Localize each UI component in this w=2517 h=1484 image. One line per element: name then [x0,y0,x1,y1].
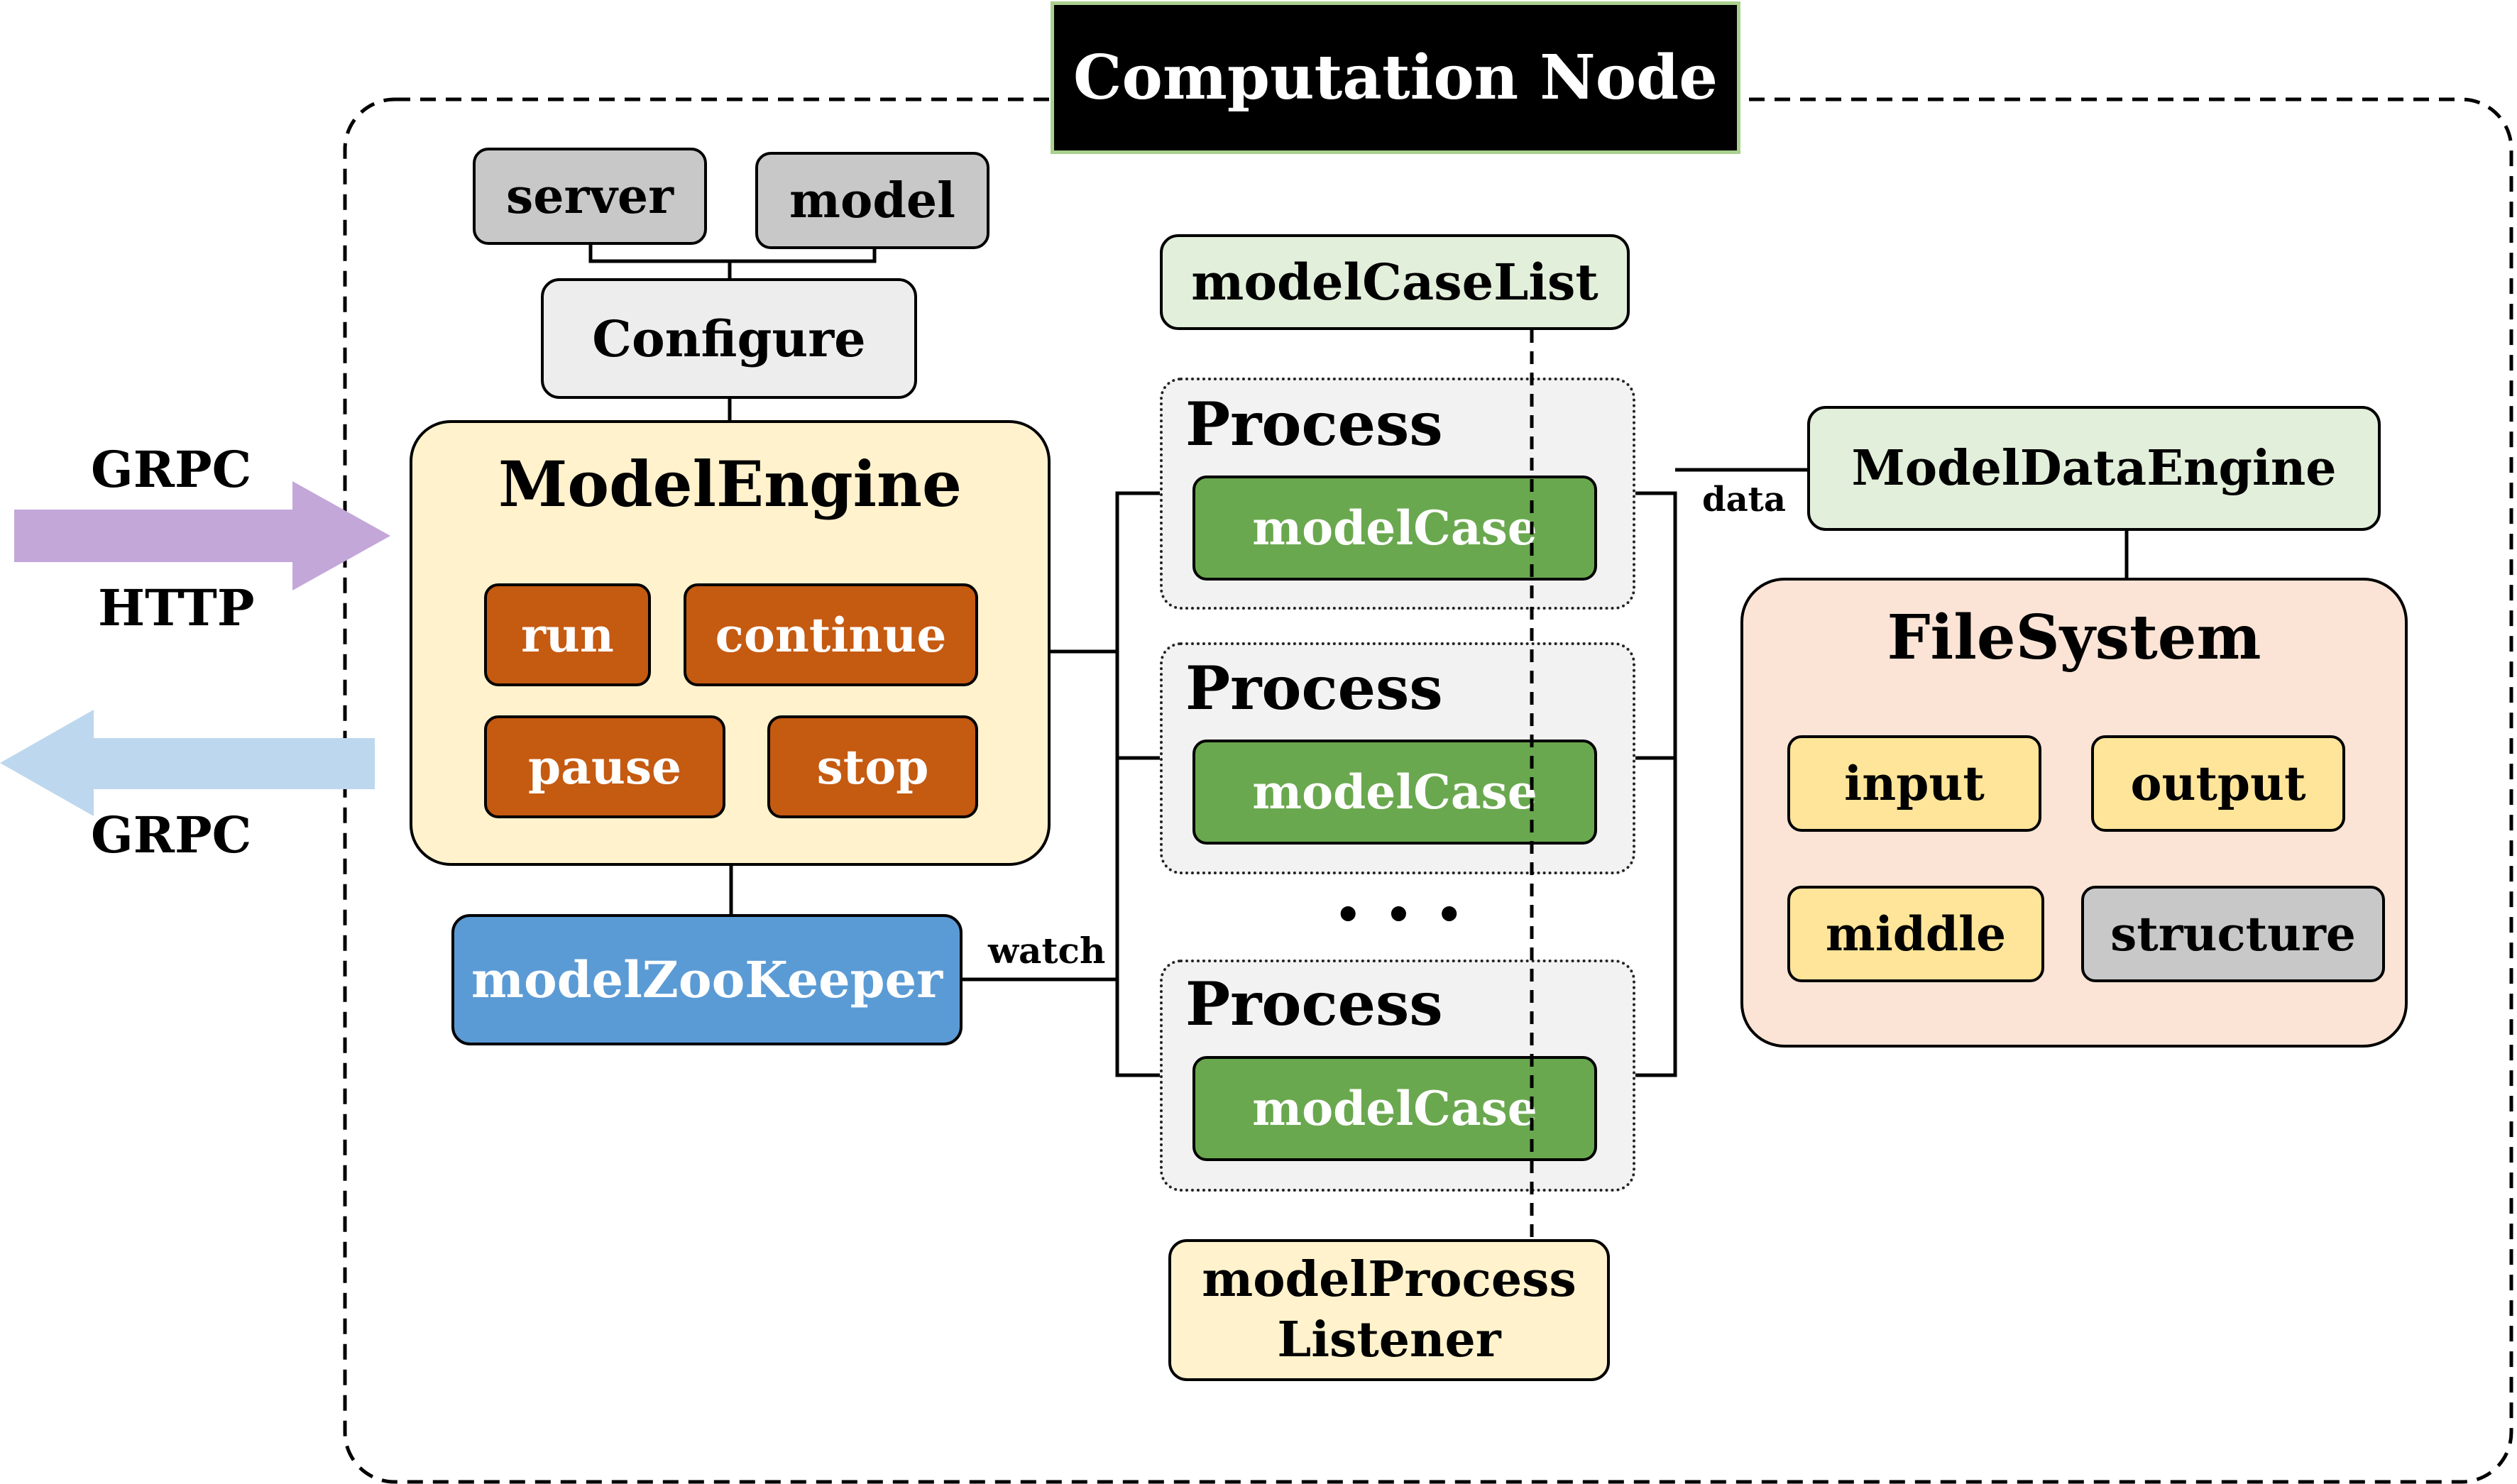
model-box: model [755,152,989,249]
data-label: data [1702,480,1786,520]
server-box: server [473,148,707,245]
dots-icon: • • • [1334,891,1467,940]
server-connector [588,241,732,278]
process-label-3: Process [1185,969,1443,1039]
grpc-http-in-arrow [14,481,390,590]
http-in-label: HTTP [98,578,255,637]
model-engine-title: ModelEngine [498,447,963,521]
structure-box: structure [2081,886,2385,982]
output-box: output [2091,735,2345,832]
run-button[interactable]: run [484,583,651,686]
grpc-in-label: GRPC [91,440,252,499]
model-connector [730,245,877,263]
model-case-1: modelCase [1192,476,1597,581]
configure-box: Configure [541,278,917,399]
listener-line1: modelProcess [1202,1251,1576,1308]
left-process-bus [1115,491,1160,1077]
pause-button[interactable]: pause [484,715,725,818]
middle-box: middle [1787,886,2044,982]
model-data-engine: ModelDataEngine [1807,406,2381,531]
listener-line2: Listener [1277,1312,1501,1368]
right-process-bus [1634,491,1677,1077]
watch-label: watch [988,930,1106,972]
continue-button[interactable]: continue [684,583,978,686]
input-box: input [1787,735,2041,832]
process-label-1: Process [1185,389,1443,459]
model-case-list: modelCaseList [1160,234,1630,330]
model-case-3: modelCase [1192,1056,1597,1161]
model-process-listener: modelProcess Listener [1168,1239,1610,1381]
model-zookeeper: modelZooKeeper [451,914,963,1045]
filesystem-title: FileSystem [1887,602,2261,674]
stop-button[interactable]: stop [767,715,978,818]
page-title: Computation Node [1051,1,1740,154]
model-case-2: modelCase [1192,740,1597,845]
grpc-out-label: GRPC [91,806,252,864]
grpc-out-arrow [0,710,375,816]
process-label-2: Process [1185,653,1443,723]
